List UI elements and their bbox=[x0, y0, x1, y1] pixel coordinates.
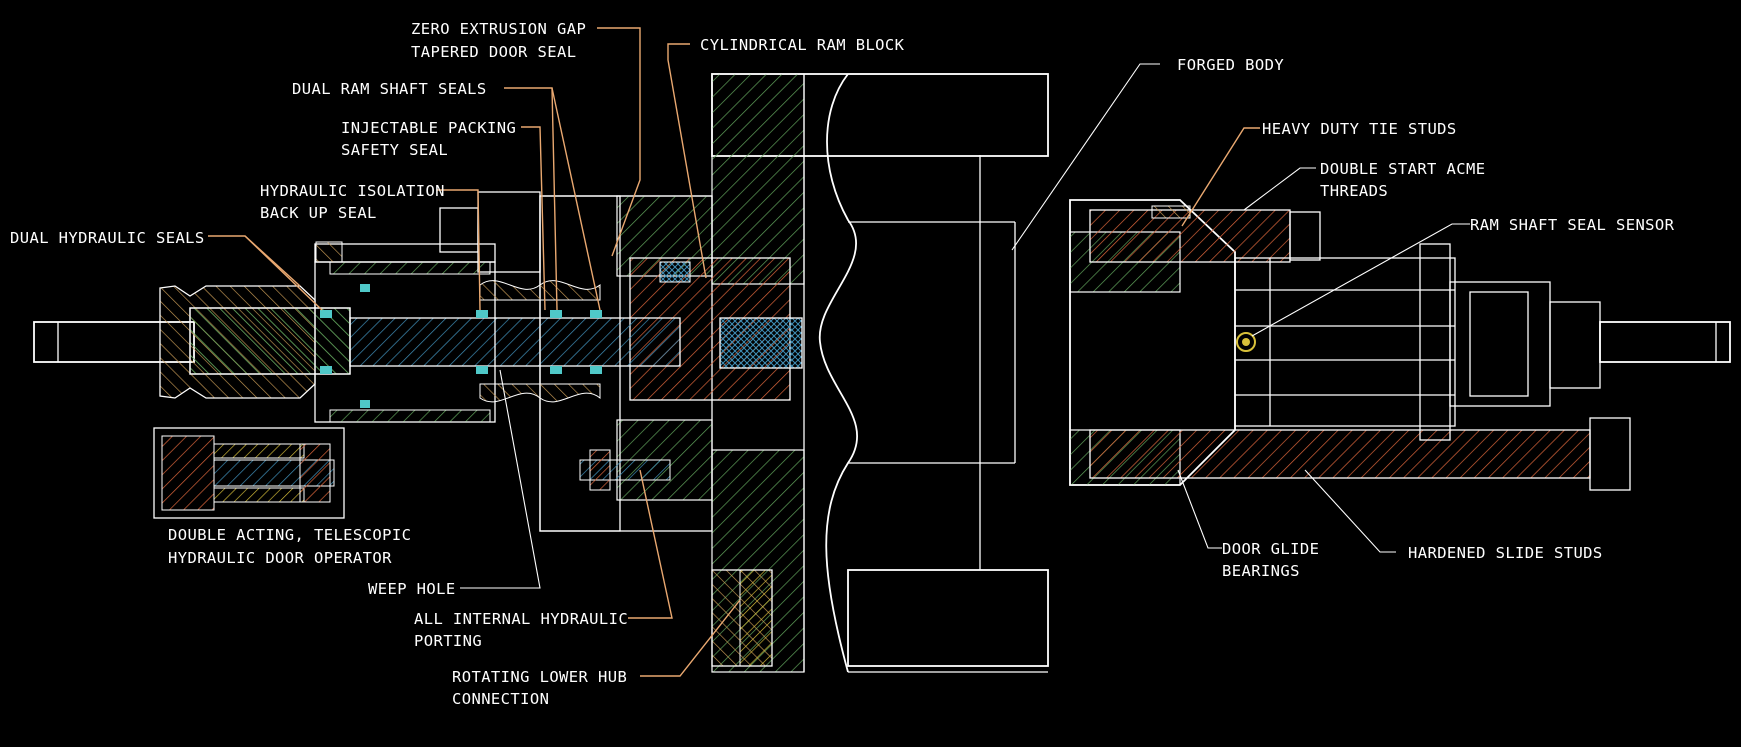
telescopic-door-operator bbox=[153, 427, 345, 519]
label-weep-hole: WEEP HOLE bbox=[368, 580, 456, 598]
label-cylindrical-ram-block: CYLINDRICAL RAM BLOCK bbox=[700, 36, 905, 54]
label-forged-body: FORGED BODY bbox=[1177, 56, 1284, 74]
label-safety-seal: SAFETY SEAL bbox=[341, 141, 448, 159]
label-bearings: BEARINGS bbox=[1222, 562, 1300, 580]
label-rotating-lower-hub: ROTATING LOWER HUB bbox=[452, 668, 627, 686]
label-door-glide: DOOR GLIDE bbox=[1222, 540, 1319, 558]
leader-lines bbox=[208, 27, 1470, 677]
label-hardened-slide-studs: HARDENED SLIDE STUDS bbox=[1408, 544, 1603, 562]
label-hydraulic-door-operator: HYDRAULIC DOOR OPERATOR bbox=[168, 549, 392, 567]
label-all-internal-hydraulic: ALL INTERNAL HYDRAULIC bbox=[414, 610, 628, 628]
left-ram-assembly bbox=[33, 191, 803, 667]
callout-labels: ZERO EXTRUSION GAP TAPERED DOOR SEAL CYL… bbox=[10, 20, 1675, 708]
label-dual-ram-shaft-seals: DUAL RAM SHAFT SEALS bbox=[292, 80, 487, 98]
label-porting: PORTING bbox=[414, 632, 482, 650]
label-connection: CONNECTION bbox=[452, 690, 549, 708]
label-back-up-seal: BACK UP SEAL bbox=[260, 204, 377, 222]
label-double-start-acme: DOUBLE START ACME bbox=[1320, 160, 1485, 178]
label-zero-extrusion-gap: ZERO EXTRUSION GAP bbox=[411, 20, 586, 38]
label-double-acting-telescopic: DOUBLE ACTING, TELESCOPIC bbox=[168, 526, 411, 544]
label-heavy-duty-tie-studs: HEAVY DUTY TIE STUDS bbox=[1262, 120, 1457, 138]
label-tapered-door-seal: TAPERED DOOR SEAL bbox=[411, 43, 576, 61]
label-dual-hydraulic-seals: DUAL HYDRAULIC SEALS bbox=[10, 229, 205, 247]
label-ram-shaft-seal-sensor: RAM SHAFT SEAL SENSOR bbox=[1470, 216, 1675, 234]
label-hydraulic-isolation: HYDRAULIC ISOLATION bbox=[260, 182, 445, 200]
label-threads: THREADS bbox=[1320, 182, 1388, 200]
right-ram-assembly bbox=[1069, 199, 1731, 491]
label-injectable-packing: INJECTABLE PACKING bbox=[341, 119, 516, 137]
forged-body-section bbox=[711, 73, 1049, 673]
shaft-seals bbox=[320, 284, 602, 408]
